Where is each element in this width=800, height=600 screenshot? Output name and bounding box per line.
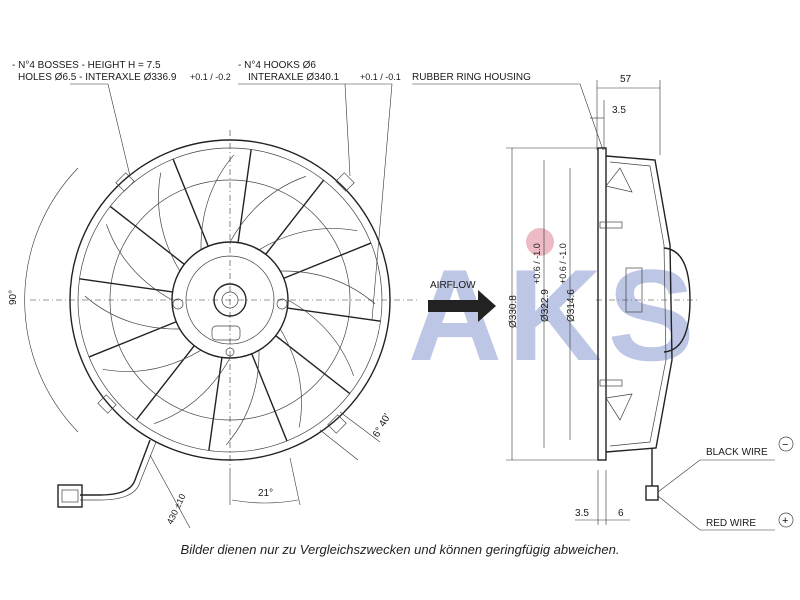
side-clip-bottom — [599, 379, 623, 387]
fan-side-view: RUBBER RING HOUSING 57 3.5 Ø330.8 Ø322.9… — [412, 72, 794, 531]
fan-blade — [84, 295, 180, 330]
hooks-note-tolerance: +0.1 / -0.1 — [360, 72, 401, 82]
airflow-arrow-icon — [428, 290, 496, 322]
dim-wire-length-label: 430 ±10 — [165, 492, 188, 526]
fan-front-view: 90° 6° 40' 21° 430 ±10 — [8, 83, 420, 529]
disclaimer-caption: Bilder dienen nur zu Vergleichszwecken u… — [180, 542, 620, 557]
minus-terminal-icon — [778, 436, 794, 452]
fan-blade — [102, 349, 202, 372]
fan-blades — [84, 154, 376, 446]
leader-black-wire — [657, 459, 775, 493]
dim-314-6-tolerance: +0.6 / -1.0 — [558, 243, 568, 284]
side-motor-slot — [625, 267, 643, 313]
bosses-note-line1: - N°4 BOSSES - HEIGHT H = 7.5 — [12, 60, 161, 71]
dim-3-5-top-label: 3.5 — [612, 105, 626, 116]
fan-blade — [287, 299, 354, 376]
plus-terminal-icon — [778, 512, 794, 528]
plus-sign: + — [782, 515, 788, 527]
dim-330-8-label: Ø330.8 — [508, 295, 519, 328]
fan-blade — [158, 172, 181, 272]
fan-strut — [251, 353, 288, 442]
airflow-label: AIRFLOW — [430, 280, 476, 291]
dim-wire-length-line — [149, 454, 191, 529]
side-wire-terminal — [645, 485, 659, 501]
fan-blade — [279, 328, 302, 428]
fan-strut — [287, 307, 381, 322]
airflow-indicator: AIRFLOW — [428, 280, 496, 322]
fan-blade — [154, 357, 231, 424]
wire-connector-pins — [61, 489, 79, 503]
fan-strut — [79, 278, 173, 293]
side-mount-top — [605, 167, 633, 193]
dim-6-40-label: 6° 40' — [371, 412, 393, 440]
side-shroud-profile — [605, 155, 673, 453]
fan-blade — [106, 224, 173, 301]
hooks-note-line2: INTERAXLE Ø340.1 — [248, 72, 340, 83]
fan-blade — [225, 350, 260, 446]
fan-struts — [79, 149, 381, 451]
minus-sign: − — [782, 439, 788, 451]
dim-90-label: 90° — [8, 290, 19, 305]
dim-6-label: 6 — [618, 508, 624, 519]
dim-322-9-tolerance: +0.6 / -1.0 — [532, 243, 542, 284]
fan-blade — [258, 228, 358, 251]
dim-6-40-line-b — [339, 411, 381, 443]
bosses-note-line2: HOLES Ø6.5 - INTERAXLE Ø336.9 — [18, 72, 177, 83]
wire-connector — [57, 484, 83, 508]
fan-blade — [229, 176, 306, 243]
fan-strut — [109, 205, 185, 265]
fan-strut — [237, 149, 252, 243]
side-mount-bottom — [605, 393, 633, 421]
dim-21-line-b — [289, 457, 301, 506]
fan-strut — [283, 242, 372, 279]
hook-top-right — [335, 172, 355, 192]
boss-top-left — [115, 172, 135, 192]
wire-harness — [80, 439, 151, 496]
hooks-note-line1: - N°4 HOOKS Ø6 — [238, 60, 316, 71]
dim-314-6-label: Ø314.6 — [566, 289, 577, 322]
side-ring-housing — [597, 147, 607, 461]
fan-strut — [275, 335, 351, 395]
black-wire-label: BLACK WIRE — [706, 447, 768, 458]
leader-rubber-ring — [412, 83, 604, 151]
fan-blade — [200, 154, 235, 250]
hub-bolt-right — [276, 298, 288, 310]
dim-arc-90 — [24, 167, 79, 433]
red-wire-label: RED WIRE — [706, 518, 756, 529]
dim-6-40-line-a — [319, 429, 359, 461]
bosses-note-tolerance: +0.1 / -0.2 — [190, 72, 231, 82]
fan-strut — [265, 179, 325, 255]
watermark-logo: AKS — [408, 228, 700, 388]
motor-label-plate — [211, 325, 241, 341]
fan-strut — [135, 345, 195, 421]
wire-harness-inner — [80, 441, 157, 501]
dim-3-5-bottom-label: 3.5 — [575, 508, 589, 519]
hub-bolt-left — [172, 298, 184, 310]
fan-strut — [208, 357, 223, 451]
leader-bosses — [70, 83, 131, 177]
leader-red-wire — [657, 495, 775, 531]
fan-strut — [88, 321, 177, 358]
watermark-text: AKS — [408, 242, 700, 388]
fan-strut — [172, 158, 209, 247]
motor-hub-outer — [171, 241, 289, 359]
dim-21-arc — [231, 499, 299, 504]
dim-57-label: 57 — [620, 74, 632, 85]
dim-322-9-label: Ø322.9 — [540, 289, 551, 322]
fan-blade — [280, 270, 376, 305]
dim-21-label: 21° — [258, 488, 273, 499]
rubber-ring-label: RUBBER RING HOUSING — [412, 72, 531, 83]
watermark-dot — [526, 228, 554, 256]
boss-bottom-left — [97, 394, 117, 414]
side-shroud-inner — [609, 161, 667, 447]
hook-bottom-right — [327, 414, 347, 434]
leader-hooks-2 — [345, 83, 393, 321]
side-clip-top — [599, 221, 623, 229]
